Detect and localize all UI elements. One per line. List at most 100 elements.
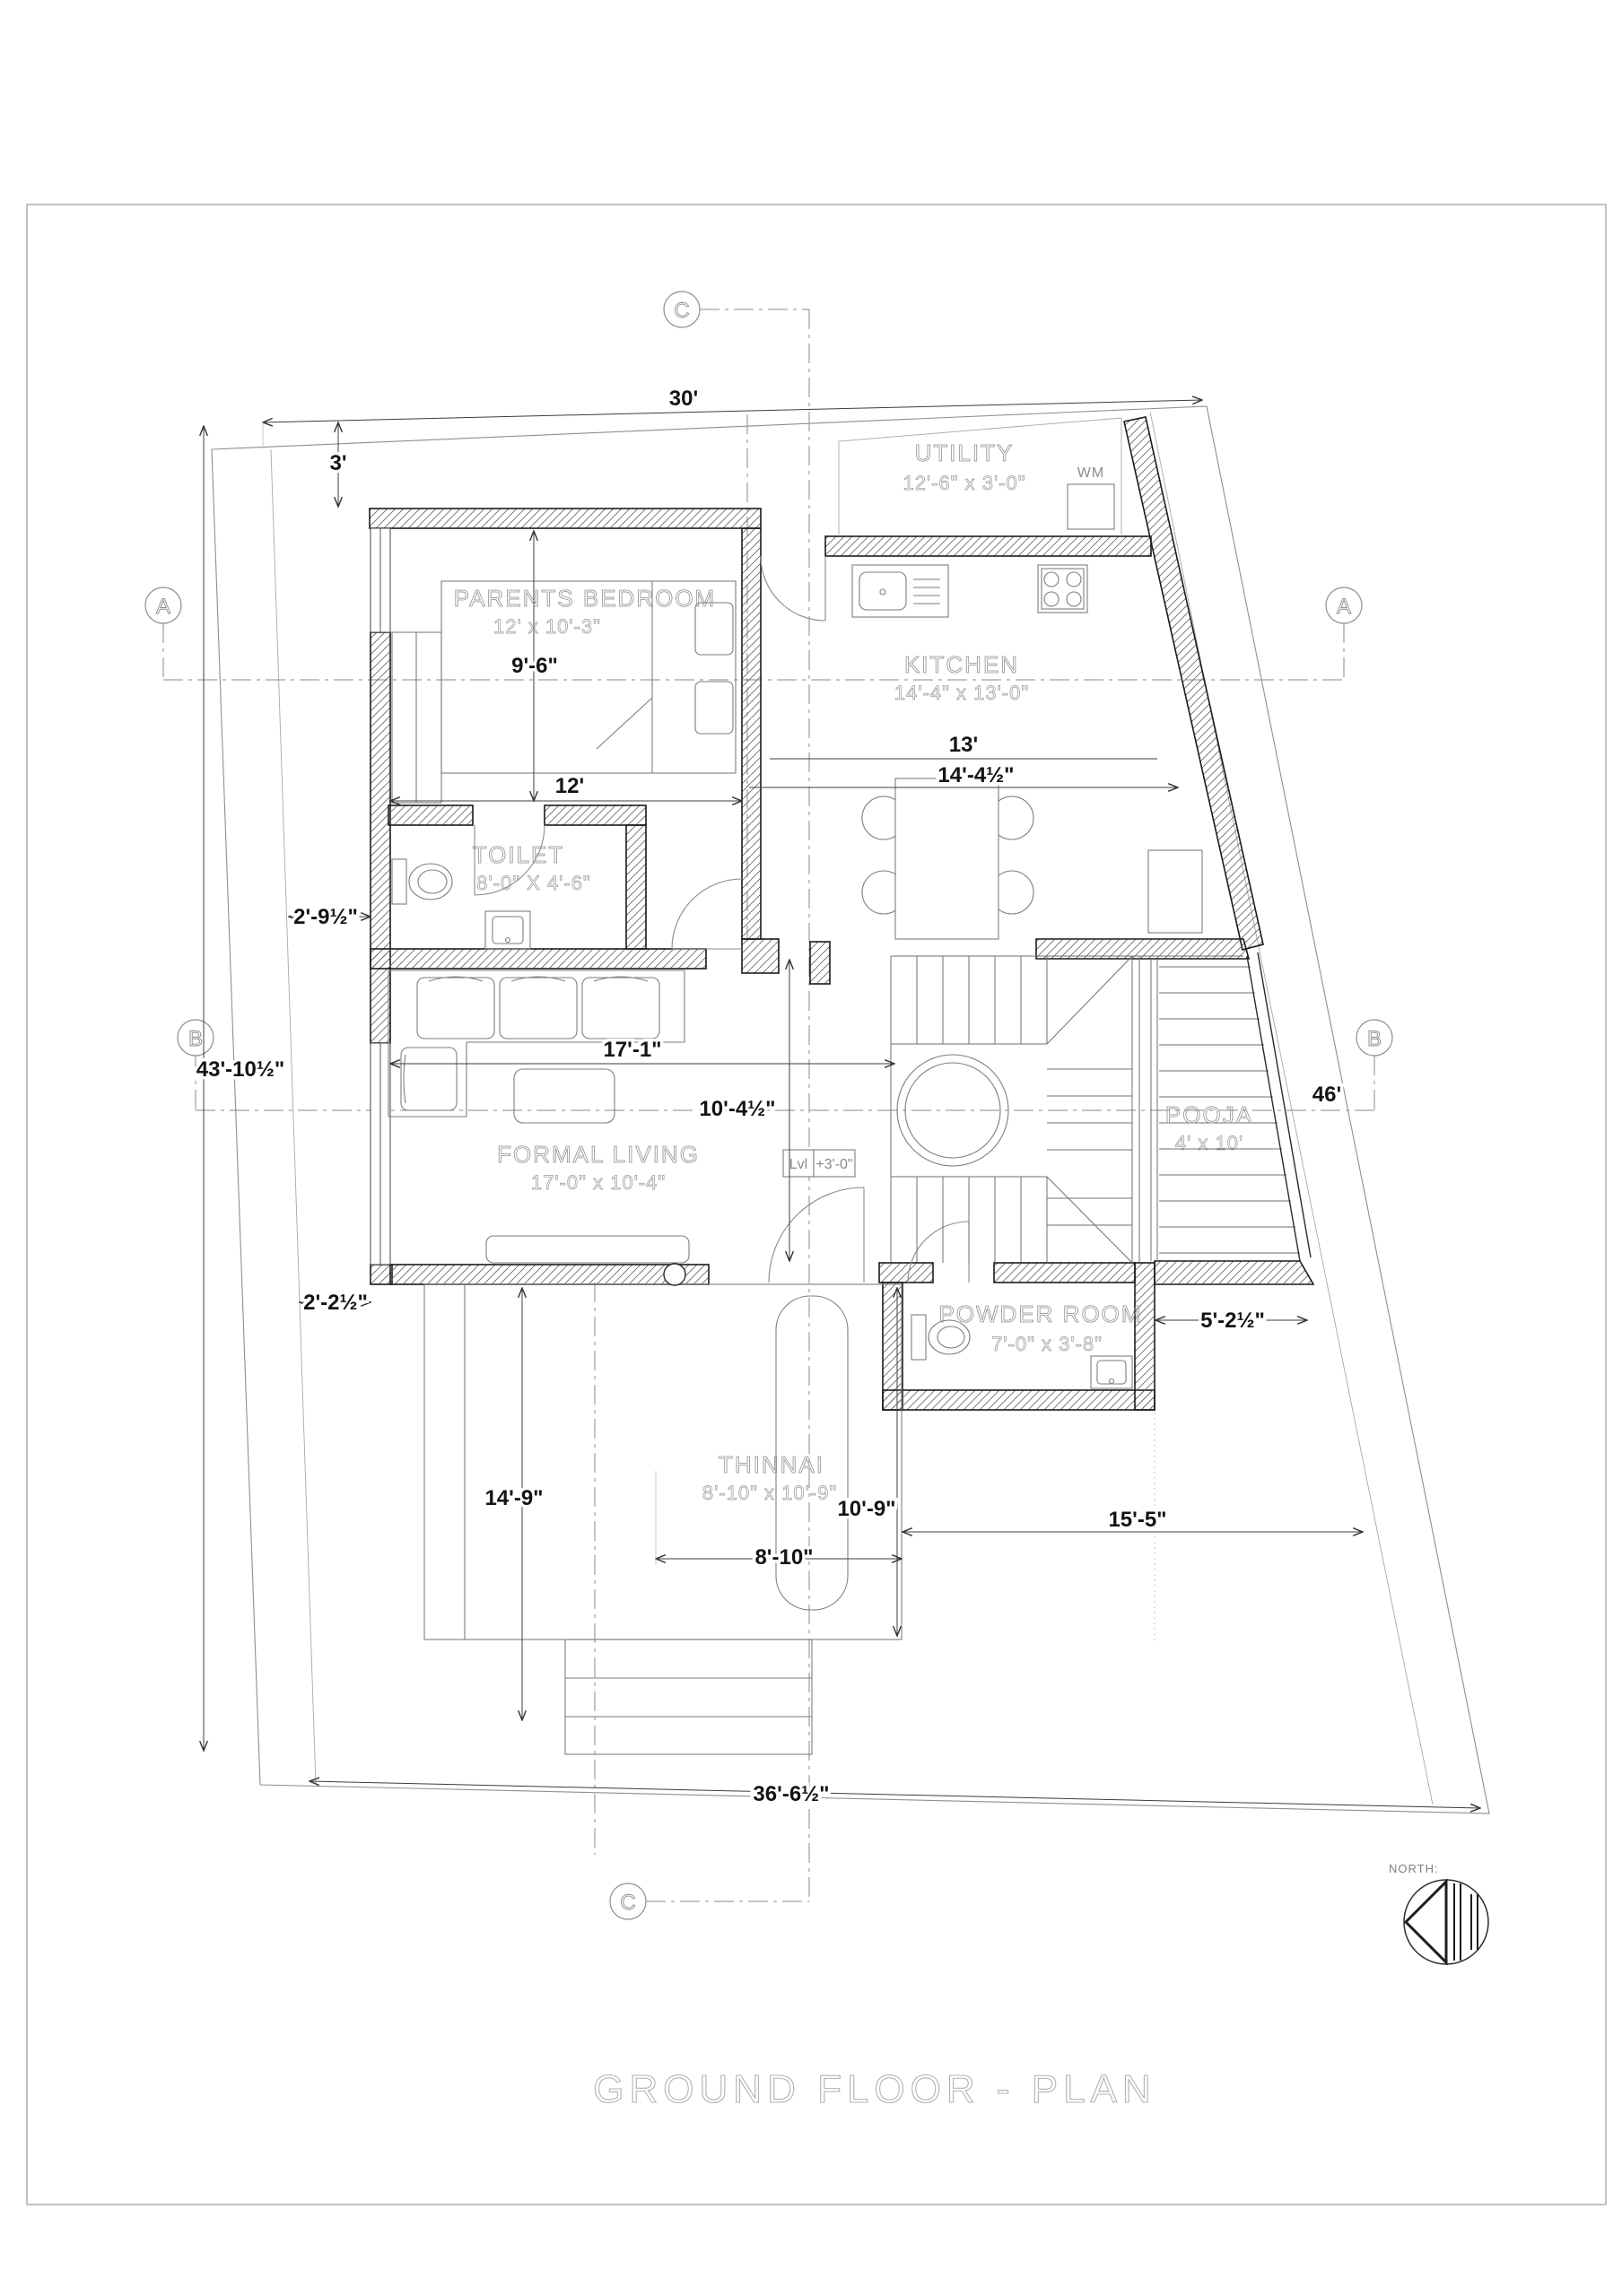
size-utility: 12'-6" x 3'-0" [903, 472, 1025, 494]
grid-letter-c-bottom: C [620, 1891, 635, 1915]
bedroom-furniture [391, 580, 737, 804]
dim-thinnai-inner-height: 10'-9" [837, 1497, 895, 1521]
toilet-wc-bowl-inner [417, 869, 448, 894]
label-utility: UTILITY [915, 439, 1015, 466]
sofa-pillow-arc-1 [428, 976, 484, 982]
dim-toilet-offset: 2'-9½" [293, 905, 358, 929]
stair-landing-circle-outer [896, 1054, 1009, 1167]
size-kitchen: 14'-4" x 13'-0" [894, 682, 1029, 704]
size-pooja: 4' x 10' [1175, 1132, 1243, 1154]
wall-above-pooja [1035, 938, 1251, 960]
staircase [890, 955, 1243, 1264]
size-toilet: 8'-0" X 4'-6" [476, 872, 591, 894]
powder-wc-bowl [928, 1319, 971, 1355]
dim-site-right: 46' [1312, 1083, 1341, 1107]
wall-bedroom-west [370, 631, 391, 1044]
dimension-lines [204, 400, 1480, 1808]
burner-1 [1043, 571, 1060, 587]
tv-console [485, 1235, 690, 1264]
wall-living-south [389, 1264, 710, 1285]
dim-site-top: 30' [669, 387, 698, 411]
dim-bedroom-height: 9'-6" [511, 654, 558, 678]
dining-set [861, 778, 1034, 940]
wall-toilet-north-left [388, 804, 474, 826]
wall-pooja-south [1154, 1260, 1315, 1285]
bed-fold-line [596, 697, 653, 750]
toilet-fixtures [391, 858, 531, 950]
grid-letter-b-left: B [188, 1027, 203, 1051]
living-furniture [388, 970, 690, 1264]
powder-door-arc [907, 1221, 970, 1283]
wall-toilet-east [625, 824, 647, 950]
toilet-basin-inner [492, 916, 524, 944]
kitchen-door-arc [760, 555, 826, 622]
windows [370, 527, 391, 1265]
level-box-value [813, 1149, 856, 1178]
pooja-steps [1150, 952, 1312, 1262]
pooja-edge-inner [1246, 955, 1301, 1262]
north-arrow-triangle [1403, 1878, 1448, 1966]
north-compass: NORTH: [1389, 1862, 1489, 1966]
burner-3 [1043, 591, 1060, 607]
powder-basin [1090, 1355, 1133, 1389]
wall-kitchen-north [824, 535, 1152, 557]
dim-site-left: 43'-10½" [196, 1057, 284, 1082]
toilet-basin-drain [504, 936, 511, 944]
grid-letter-c-top: C [674, 299, 689, 323]
dim-bedroom-width: 12' [555, 774, 584, 798]
powder-wc-bowl-inner [937, 1326, 965, 1349]
label-wm: WM [1077, 465, 1104, 481]
sofa-chaise-cushion [400, 1047, 458, 1111]
grid-letter-b-right: B [1367, 1027, 1382, 1051]
room-labels: PARENTS BEDROOM 12' x 10'-3" TOILET 8'-0… [453, 439, 1253, 1505]
grid-bubble-a-left [144, 587, 182, 624]
thinnai-bench [775, 1295, 849, 1611]
label-pooja: POOJA [1165, 1101, 1253, 1128]
wall-toilet-south [370, 948, 707, 970]
powder-basin-drain [1108, 1378, 1115, 1385]
doors [474, 555, 970, 1283]
wall-stub-hall-right [809, 941, 831, 985]
dim-bottom-right: 15'-5" [1108, 1508, 1166, 1532]
right-setback-line [1149, 411, 1434, 1805]
sink-bowl [859, 571, 907, 611]
fridge [1147, 849, 1203, 934]
size-thinnai: 8'-10" x 10'-9" [702, 1482, 837, 1504]
wall-bedroom-east [741, 527, 762, 940]
dining-table [894, 778, 999, 940]
dim-line-site-top [263, 400, 1202, 422]
grid-letter-a-right: A [1337, 595, 1351, 619]
dimension-labels: 30' 3' 9'-6" 12' 2'-9½" 43'-10½" 17'-1" … [193, 384, 1344, 1810]
burner-2 [1066, 571, 1082, 587]
entry-steps [564, 1639, 813, 1755]
toilet-door-arc [474, 824, 545, 896]
left-setback-line [270, 448, 317, 1786]
dim-living-offset: 2'-2½" [303, 1291, 368, 1315]
thinnai-area [423, 1263, 903, 1755]
wall-stub-hall-left [741, 938, 780, 974]
label-parents-bedroom: PARENTS BEDROOM [454, 585, 716, 612]
wall-toilet-north-right [544, 804, 647, 826]
grid-bubble-b-right [1356, 1019, 1393, 1057]
wall-bedroom-north [369, 508, 762, 529]
label-powder-room: POWDER ROOM [938, 1300, 1142, 1327]
size-parents-bedroom: 12' x 10'-3" [493, 615, 601, 638]
north-label: NORTH: [1389, 1862, 1439, 1875]
grid-bubble-c-bottom [609, 1883, 647, 1920]
label-thinnai: THINNAI [719, 1451, 824, 1478]
dim-line-site-bottom [310, 1781, 1480, 1808]
level-tag: Lvl +3'-0" [782, 1149, 856, 1178]
toilet-wc-tank [391, 858, 407, 905]
sink-drain [879, 588, 886, 596]
toilet-basin [484, 910, 531, 950]
powder-wc-tank [911, 1314, 927, 1361]
dim-dining-width: 14'-4½" [937, 763, 1014, 787]
sofa-chaise-arc [403, 1054, 406, 1104]
dim-dining-clear: 13' [949, 733, 978, 757]
label-kitchen: KITCHEN [904, 651, 1019, 678]
kitchen-fixtures [851, 483, 1203, 934]
pillow-2 [694, 681, 734, 735]
dim-setback-top: 3' [329, 451, 346, 475]
